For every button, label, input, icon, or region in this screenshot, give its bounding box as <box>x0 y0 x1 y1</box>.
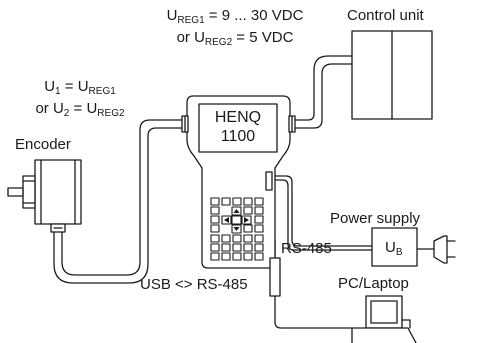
encoder-body <box>7 159 82 233</box>
pc-laptop-icon <box>351 295 417 343</box>
power-cable <box>269 175 435 251</box>
power-plug-icon <box>433 235 456 264</box>
power-supply-box <box>371 227 418 267</box>
pc-laptop-label: PC/Laptop <box>338 275 409 292</box>
device-name-line1: HENQ <box>214 109 262 126</box>
control-unit-box <box>351 30 433 120</box>
device-name-line2: 1100 <box>220 128 256 145</box>
arrow-glyphs <box>224 209 249 231</box>
encoder-voltage-label: U1 = UREG1 or U2 = UREG2 <box>35 78 125 119</box>
encoder-label: Encoder <box>15 136 71 153</box>
power-supply-label: Power supply <box>330 210 421 227</box>
supply-voltage-label: UREG1 = 9 ... 30 VDC or UREG2 = 5 VDC <box>166 7 304 48</box>
device-name: HENQ 1100 <box>202 108 274 146</box>
usb-rs485-converter <box>269 257 281 297</box>
rs485-label: RS-485 <box>281 240 332 257</box>
control-cable <box>291 55 353 129</box>
ub-label: UB <box>385 239 403 258</box>
encoder-cable <box>53 119 186 284</box>
control-unit-label: Control unit <box>347 7 424 24</box>
usb-rs485-label: USB <> RS-485 <box>140 276 248 293</box>
